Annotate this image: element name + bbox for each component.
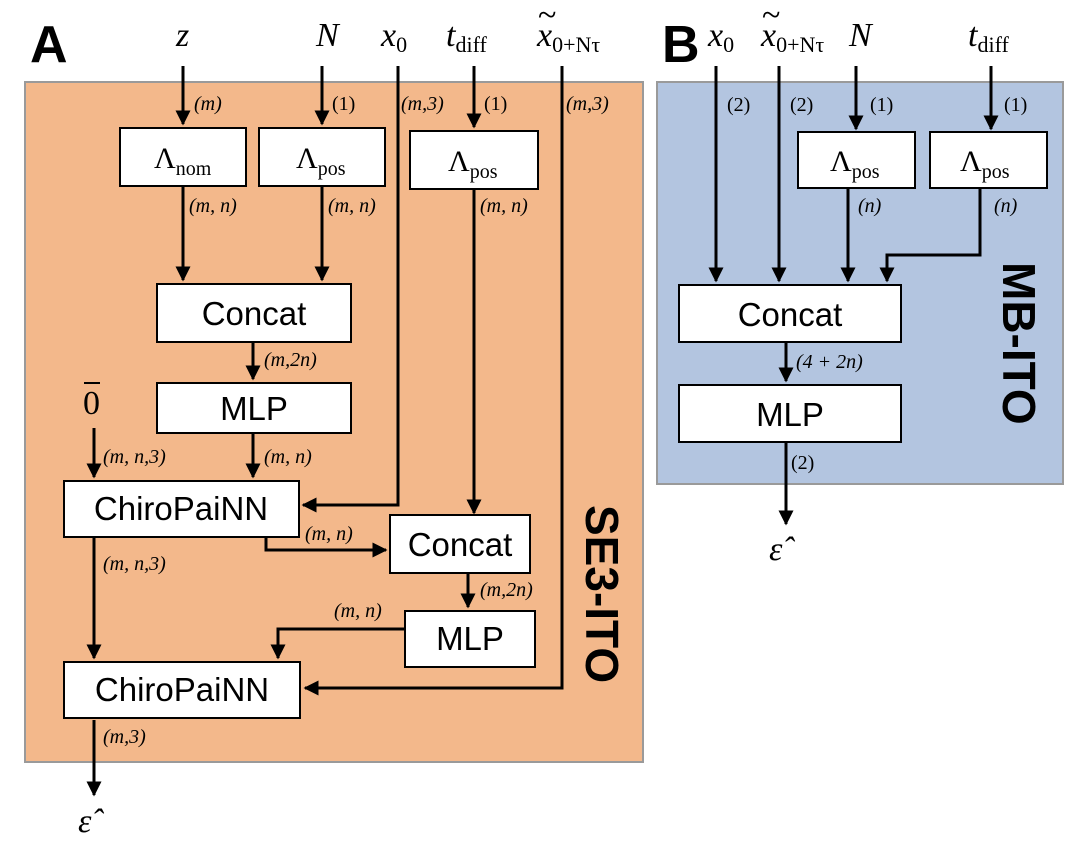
- dim-t-in: (1): [484, 93, 507, 115]
- b-lambda-pos-block-t: Λpos: [929, 131, 1048, 189]
- dim-b-concat-out: (4 + 2n): [796, 351, 863, 373]
- input-x0-sub: 0: [396, 32, 407, 57]
- b-lambda-pos-n-sub: pos: [852, 161, 880, 183]
- input-b-xt-sub: 0+Nτ: [776, 32, 824, 57]
- panel-b-title: MB-ITO: [993, 262, 1045, 425]
- mlp-block-1: MLP: [156, 382, 352, 434]
- b-lambda-pos-block-n: Λpos: [797, 131, 916, 189]
- dim-b-n-in: (1): [870, 94, 893, 116]
- lambda-pos-n-sub: pos: [318, 158, 346, 180]
- concat-1-label: Concat: [202, 295, 307, 332]
- input-b-xt-base: x: [760, 17, 776, 54]
- dim-b-x0-in: (2): [727, 94, 750, 116]
- dim-mlp-2-out: (m, n): [334, 600, 382, 622]
- wire-b-lam2-to-concat: [879, 189, 982, 283]
- chiropainn-block-1: ChiroPaiNN: [63, 480, 300, 538]
- input-b-tdiff-base: t: [968, 17, 979, 54]
- lambda-pos-t-sub: pos: [470, 161, 498, 183]
- lambda-pos-block-t: Λpos: [409, 130, 539, 190]
- input-b-xt-tilde: ~: [762, 0, 780, 34]
- b-concat-block: Concat: [678, 284, 902, 343]
- concat-2-label: Concat: [408, 526, 513, 563]
- b-lambda-pos-t-sub: pos: [982, 161, 1010, 183]
- input-b-tdiff: tdiff: [968, 17, 1009, 57]
- dim-x0-in: (m,3): [401, 93, 444, 115]
- dim-b-mlp-out: (2): [791, 452, 814, 474]
- input-b-xt: x0+Nτ: [760, 17, 824, 57]
- input-xt-tilde: ~: [538, 0, 556, 34]
- dim-b-lam2-out: (n): [994, 195, 1018, 217]
- b-mlp-block: MLP: [678, 384, 902, 443]
- input-xt-base: x: [536, 17, 552, 54]
- dim-lam-nom-out: (m, n): [189, 195, 237, 217]
- dim-z-in: (m): [194, 93, 222, 115]
- dim-chiro-1-down: (m, n,3): [103, 553, 166, 575]
- dim-xt-in: (m,3): [566, 93, 609, 115]
- lambda-nom-base: Λ: [154, 142, 176, 175]
- wire-x0-to-chiro: [301, 66, 400, 513]
- chiropainn-1-label: ChiroPaiNN: [94, 490, 268, 527]
- input-z: z: [175, 17, 189, 54]
- mlp-block-2: MLP: [404, 610, 536, 668]
- lambda-pos-t-label: Λpos: [448, 145, 498, 183]
- input-x0-base: x: [380, 17, 396, 54]
- input-b-x0-sub: 0: [723, 32, 734, 57]
- dim-zero-in: (m, n,3): [103, 446, 166, 468]
- b-lambda-pos-t-base: Λ: [960, 145, 982, 178]
- output-epsilon-b: ε̂: [769, 531, 795, 568]
- dim-n-in: (1): [332, 93, 355, 115]
- dim-chiro-1-side: (m, n): [305, 523, 353, 545]
- chiropainn-2-label: ChiroPaiNN: [95, 671, 269, 708]
- dim-b-lam1-out: (n): [858, 195, 882, 217]
- dim-lam-pos-t-out: (m, n): [480, 195, 528, 217]
- panel-b-letter: B: [662, 16, 700, 74]
- b-lambda-pos-n-base: Λ: [830, 145, 852, 178]
- input-b-x0: x0: [707, 17, 734, 57]
- wire-chiro-to-concat2: [264, 534, 388, 558]
- input-tdiff-sub: diff: [455, 32, 487, 57]
- wire-mlp2-to-chiro2: [270, 627, 405, 660]
- concat-block-2: Concat: [389, 514, 531, 574]
- concat-block-1: Concat: [156, 283, 352, 343]
- input-b-tdiff-sub: diff: [977, 32, 1009, 57]
- input-tdiff: tdiff: [446, 17, 487, 57]
- output-epsilon-a: ε̂: [78, 803, 104, 840]
- dim-concat-2-out: (m,2n): [480, 579, 533, 601]
- dim-concat-1-out: (m,2n): [264, 349, 317, 371]
- input-xt: x0+Nτ: [536, 17, 600, 57]
- b-mlp-label: MLP: [756, 396, 824, 433]
- dim-lam-pos-n-out: (m, n): [328, 195, 376, 217]
- mlp-1-label: MLP: [220, 390, 288, 427]
- lambda-pos-block-n: Λpos: [258, 127, 386, 187]
- wire-xt-to-chiro2: [303, 66, 564, 696]
- dim-mlp-1-out: (m, n): [264, 446, 312, 468]
- lambda-nom-block: Λnom: [119, 127, 247, 187]
- input-zero-bar: 0: [83, 385, 100, 422]
- dim-b-t-in: (1): [1004, 94, 1027, 116]
- panel-a-title: SE3-ITO: [576, 505, 628, 683]
- mlp-2-label: MLP: [436, 620, 504, 657]
- lambda-pos-t-base: Λ: [448, 145, 470, 178]
- dim-chiro-2-out: (m,3): [103, 726, 146, 748]
- lambda-pos-n-base: Λ: [296, 142, 318, 175]
- b-lambda-pos-t-label: Λpos: [960, 145, 1010, 183]
- dim-b-xt-in: (2): [790, 94, 813, 116]
- panel-a-letter: A: [30, 16, 68, 74]
- input-x0: x0: [380, 17, 407, 57]
- input-xt-sub: 0+Nτ: [552, 32, 600, 57]
- input-n: N: [315, 17, 341, 54]
- input-tdiff-base: t: [446, 17, 457, 54]
- b-lambda-pos-n-label: Λpos: [830, 145, 880, 183]
- input-b-x0-base: x: [707, 17, 723, 54]
- lambda-nom-label: Λnom: [154, 142, 212, 180]
- chiropainn-block-2: ChiroPaiNN: [63, 661, 301, 719]
- input-b-n: N: [848, 17, 874, 54]
- lambda-nom-sub: nom: [176, 158, 212, 180]
- b-concat-label: Concat: [738, 296, 843, 333]
- lambda-pos-n-label: Λpos: [296, 142, 346, 180]
